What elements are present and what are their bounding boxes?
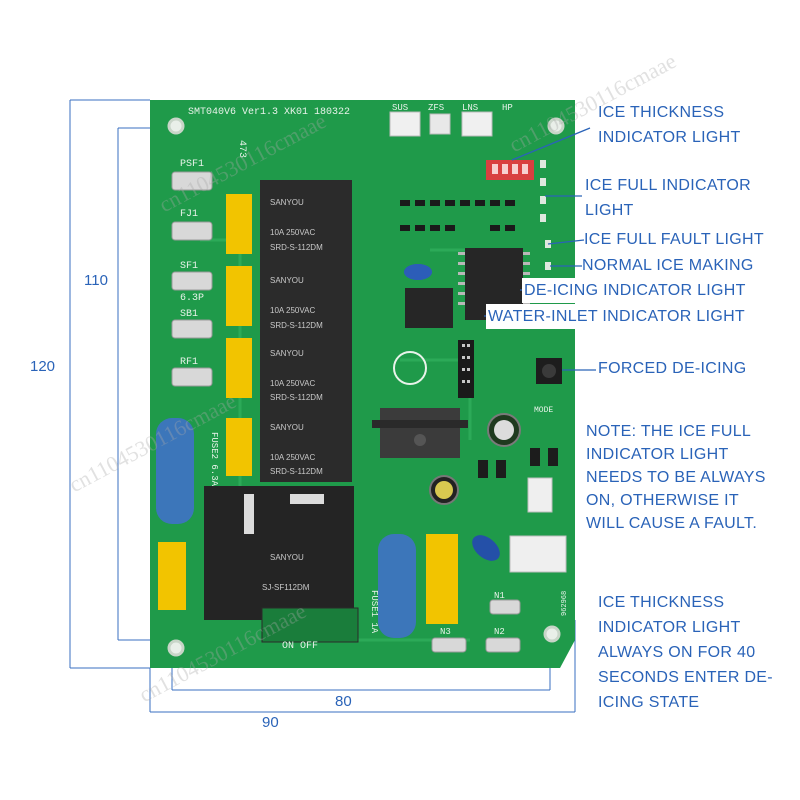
big-relay-brand: SANYOU: [270, 553, 304, 562]
relay-3-brand: SANYOU: [270, 349, 304, 358]
relay-2-rating: 10A 250VAC: [270, 306, 315, 315]
relay-1-rating: 10A 250VAC: [270, 228, 315, 237]
callout-bottom-line2: INDICATOR LIGHT: [598, 619, 741, 636]
svg-text:HP: HP: [502, 103, 513, 113]
svg-text:LNS: LNS: [462, 103, 478, 113]
callout-note-line2: INDICATOR LIGHT: [586, 446, 729, 463]
callout-ice-full-line2: LIGHT: [585, 202, 634, 219]
inner-width-label: 80: [335, 693, 352, 710]
terminal-label-psf1: PSF1: [180, 159, 204, 170]
code-left: 473: [236, 140, 247, 158]
mode-label: MODE: [534, 406, 553, 415]
terminal-label-sf1-sub: 6.3P: [180, 293, 204, 304]
big-relay-model: SJ-SF112DM: [262, 583, 310, 592]
relay-1-brand: SANYOU: [270, 198, 304, 207]
relay-2-brand: SANYOU: [270, 276, 304, 285]
callout-note-line1: NOTE: THE ICE FULL: [586, 423, 752, 440]
callout-bottom-line3: ALWAYS ON FOR 40: [598, 644, 756, 661]
callout-normal-ice-making: NORMAL ICE MAKING: [582, 257, 754, 274]
relay-1-model: SRD-S-112DM: [270, 243, 323, 252]
callout-ice-thickness-line1: ICE THICKNESS: [598, 104, 725, 121]
svg-text:ZFS: ZFS: [428, 103, 444, 113]
switch-label: ON OFF: [282, 641, 318, 652]
callout-ice-full-fault: ICE FULL FAULT LIGHT: [584, 231, 764, 248]
outer-width-label: 90: [262, 714, 279, 731]
relay-3-rating: 10A 250VAC: [270, 379, 315, 388]
code-right: 962968: [561, 591, 569, 616]
callout-forced-de-icing: FORCED DE-ICING: [598, 360, 747, 377]
callout-ice-full: ICE FULL INDICATOR LIGHT: [585, 173, 751, 223]
callout-bottom-line5: ICING STATE: [598, 694, 700, 711]
callout-bottom-line4: SECONDS ENTER DE-: [598, 669, 773, 686]
relay-4-brand: SANYOU: [270, 423, 304, 432]
terminal-n1: N1: [494, 591, 505, 601]
relay-2-model: SRD-S-112DM: [270, 321, 323, 330]
fuse2-label: FUSE2 6.3A: [209, 432, 219, 487]
terminal-label-rf1: RF1: [180, 357, 198, 368]
terminal-label-sf1: SF1: [180, 261, 198, 272]
relay-4-model: SRD-S-112DM: [270, 467, 323, 476]
callout-ice-full-line1: ICE FULL INDICATOR: [585, 177, 752, 194]
terminal-label-sb1: SB1: [180, 309, 198, 320]
svg-text:SUS: SUS: [392, 103, 408, 113]
callout-water-inlet: WATER-INLET INDICATOR LIGHT: [486, 304, 748, 329]
callout-ice-thickness-line2: INDICATOR LIGHT: [598, 129, 741, 146]
relay-4-rating: 10A 250VAC: [270, 453, 315, 462]
board-model-text: SMT040V6 Ver1.3 XK01 180322: [188, 107, 350, 118]
inner-height-label: 110: [84, 272, 108, 289]
outer-height-label: 120: [30, 358, 56, 375]
fuse1-label: FUSE1 1A: [369, 590, 379, 634]
callout-note-line5: WILL CAUSE A FAULT.: [586, 515, 758, 532]
callout-thickness-always-on: ICE THICKNESS INDICATOR LIGHT ALWAYS ON …: [598, 590, 773, 715]
terminal-label-fj1: FJ1: [180, 209, 198, 220]
callout-de-icing: DE-ICING INDICATOR LIGHT: [522, 278, 748, 303]
relay-3-model: SRD-S-112DM: [270, 393, 323, 402]
callout-ice-thickness: ICE THICKNESS INDICATOR LIGHT: [598, 100, 741, 150]
callout-note-line3: NEEDS TO BE ALWAYS: [586, 469, 766, 486]
callout-note: NOTE: THE ICE FULL INDICATOR LIGHT NEEDS…: [586, 420, 766, 535]
callout-note-line4: ON, OTHERWISE IT: [586, 492, 739, 509]
callout-bottom-line1: ICE THICKNESS: [598, 594, 725, 611]
terminal-n2: N2: [494, 627, 505, 637]
terminal-n3: N3: [440, 627, 451, 637]
